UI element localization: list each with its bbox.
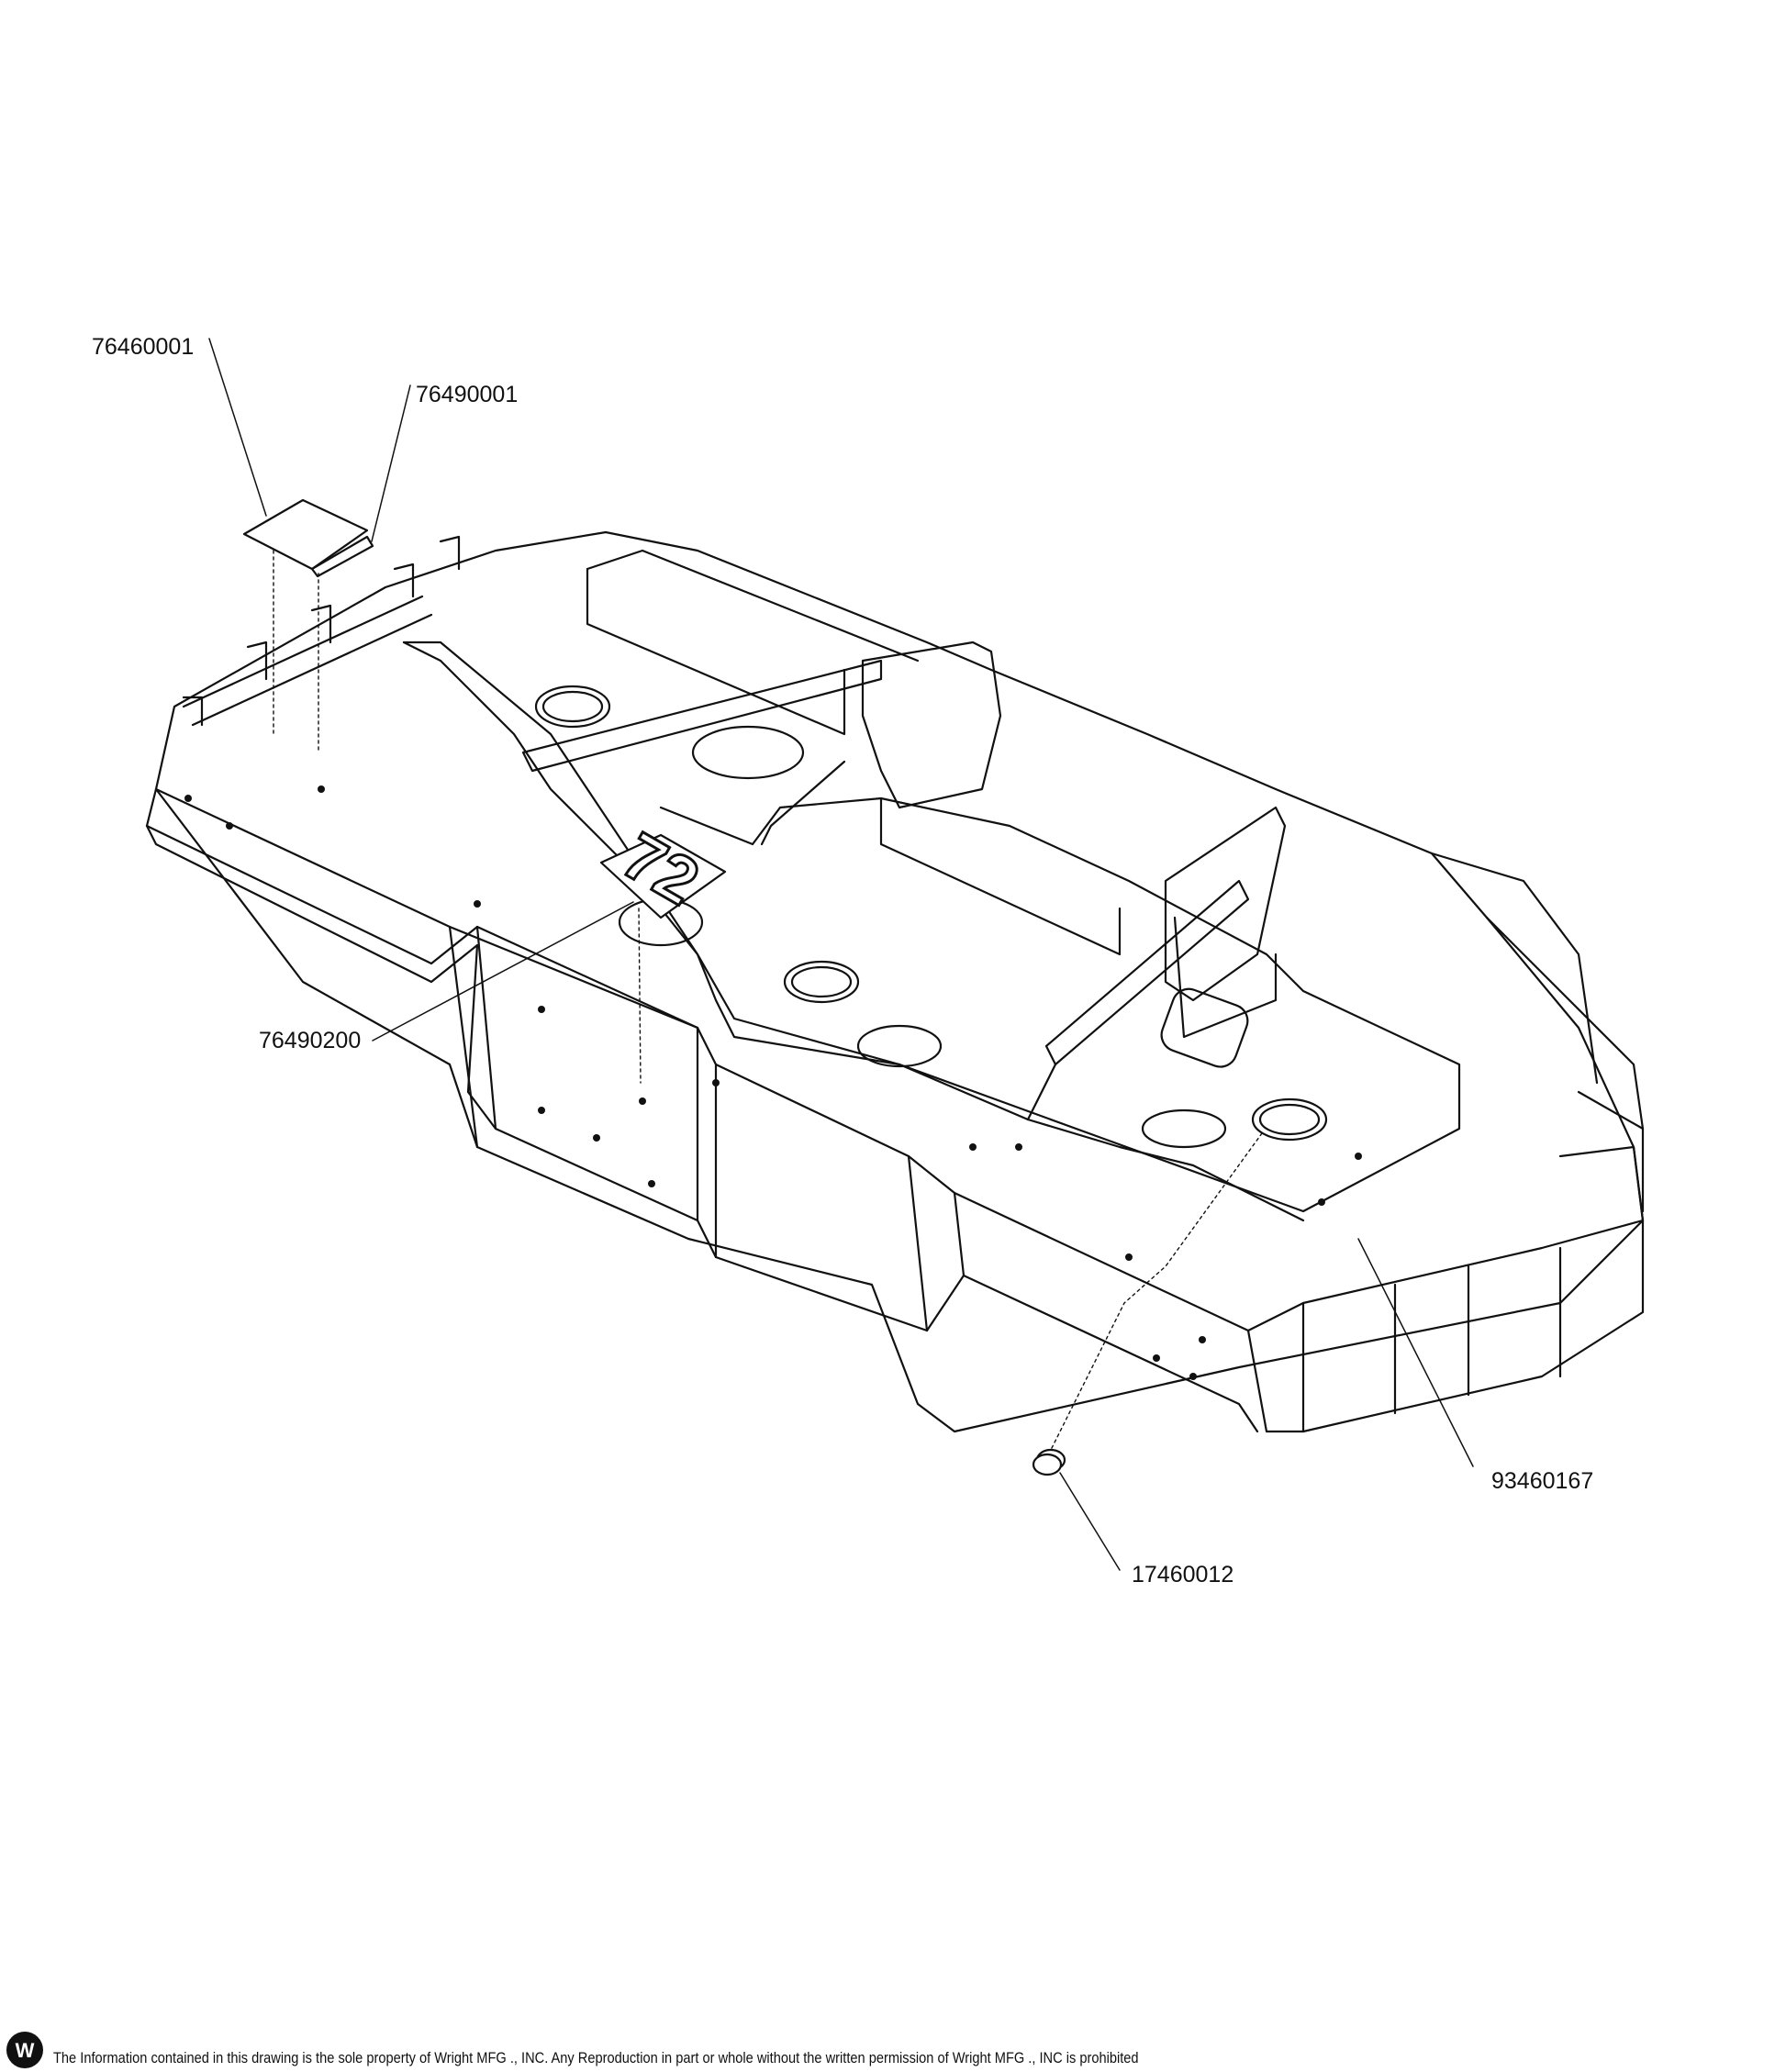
leader-lines xyxy=(208,338,1474,1571)
deck-shell xyxy=(154,530,1645,1433)
rear-hitch-bar xyxy=(1044,879,1250,1066)
deck-skirt-lower xyxy=(145,824,1259,1433)
spindle-cover-plate xyxy=(402,641,1305,1222)
skirt-bolt-holes xyxy=(184,785,1362,1380)
projection-lines xyxy=(273,550,1263,1451)
decal-76490001 xyxy=(310,535,374,578)
copyright-footer: The Information contained in this drawin… xyxy=(53,2049,1139,2066)
deck-skirt xyxy=(145,787,1645,1433)
spindle-hole-front xyxy=(534,685,611,729)
spindle-hole-middle xyxy=(783,960,860,1004)
wright-logo: W xyxy=(6,2032,43,2068)
callout-17460012: 17460012 xyxy=(1132,1562,1233,1587)
callout-76490200: 76490200 xyxy=(259,1028,361,1053)
callout-76490001: 76490001 xyxy=(416,382,518,407)
callout-76460001: 76460001 xyxy=(92,334,194,360)
decal-76460001 xyxy=(242,498,369,571)
wright-logo-text: W xyxy=(16,2039,35,2062)
deck-floor xyxy=(402,641,1461,1213)
discharge-chute xyxy=(1485,916,1645,1131)
callout-93460167: 93460167 xyxy=(1491,1468,1593,1494)
spindle-hole-rear xyxy=(1251,1097,1328,1142)
deck-size-decal-plate xyxy=(599,833,727,919)
front-hitch-bar xyxy=(521,659,883,773)
